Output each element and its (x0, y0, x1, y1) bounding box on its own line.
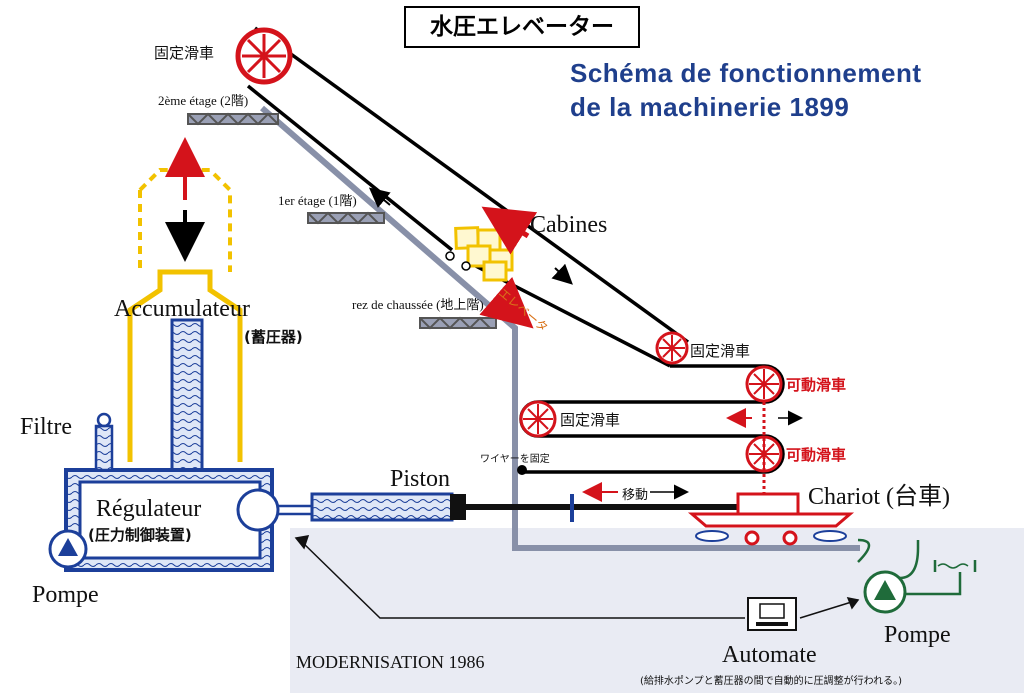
accumulator-water-column (170, 318, 204, 472)
pulley-icon (745, 365, 783, 403)
pump-icon (857, 538, 977, 614)
chariot-label: Chariot (台車) (808, 484, 950, 510)
cable-arrow-down (551, 263, 573, 285)
fixed-pulley-top-label: 固定滑車 (154, 44, 215, 62)
chariot-rails (695, 530, 847, 542)
floor2-label: 2ème étage (2階) (158, 93, 249, 108)
pulley-icon (655, 331, 689, 365)
pump-icon (48, 529, 88, 569)
regulateur-label: Régulateur (96, 496, 202, 522)
automate-note: (給排水ポンプと蓄圧器の間で自動的に圧調整が行われる。) (640, 676, 903, 687)
floor-platform-2 (187, 112, 279, 126)
page-title: 水圧エレベーター (404, 6, 640, 48)
regulateur-jp-label: (圧力制御装置) (88, 526, 192, 544)
schema-title-line2: de la machinerie 1899 (570, 92, 850, 122)
movable-pulley-2-label: 可動滑車 (786, 446, 847, 464)
cable-arrow-up (368, 187, 391, 208)
pressure-pipe (278, 504, 312, 516)
move-label: 移動 (622, 488, 649, 503)
fixed-pulley-mid-label: 固定滑車 (690, 342, 751, 360)
movable-pulley-1-label: 可動滑車 (786, 376, 847, 394)
piston-label: Piston (390, 466, 451, 492)
regulator (64, 468, 280, 572)
pulley-icon (235, 27, 293, 85)
ground-floor-label: rez de chaussée (地上階) (352, 297, 484, 312)
schema-title-line1: Schéma de fonctionnement (570, 58, 922, 88)
fixed-pulley-left-label: 固定滑車 (560, 411, 621, 429)
wire-fixed-label: ワイヤーを固定 (480, 454, 550, 465)
filtre-label: Filtre (20, 414, 72, 440)
automate-lines (294, 535, 860, 619)
automate-computer-icon (747, 597, 797, 631)
floor1-label: 1er étage (1階) (278, 193, 357, 208)
floor-platform-1 (307, 211, 385, 225)
filter-icon (94, 412, 114, 472)
accumulateur-jp-label: (蓄圧器) (244, 328, 303, 346)
inclined-track (260, 105, 860, 551)
floor-platform-ground (419, 316, 497, 330)
piston-head (450, 494, 466, 520)
cabin-arrow-down (479, 276, 534, 329)
pulley-icon (745, 435, 783, 473)
pompe-right-label: Pompe (884, 622, 951, 648)
accumulateur-label: Accumulateur (114, 296, 250, 322)
automate-label: Automate (722, 642, 817, 668)
accumulator (127, 168, 243, 462)
cabines-label: Cabines (530, 212, 608, 238)
chariot (687, 492, 855, 546)
cabins (454, 226, 514, 282)
piston-cylinder (310, 492, 454, 522)
pompe-left-label: Pompe (32, 582, 99, 608)
cabin-arrow-up (481, 206, 538, 255)
modernisation-label: MODERNISATION 1986 (296, 652, 485, 672)
modernisation-zone (290, 528, 1024, 693)
pulley-icon (519, 400, 557, 438)
wire-anchor (517, 465, 527, 475)
